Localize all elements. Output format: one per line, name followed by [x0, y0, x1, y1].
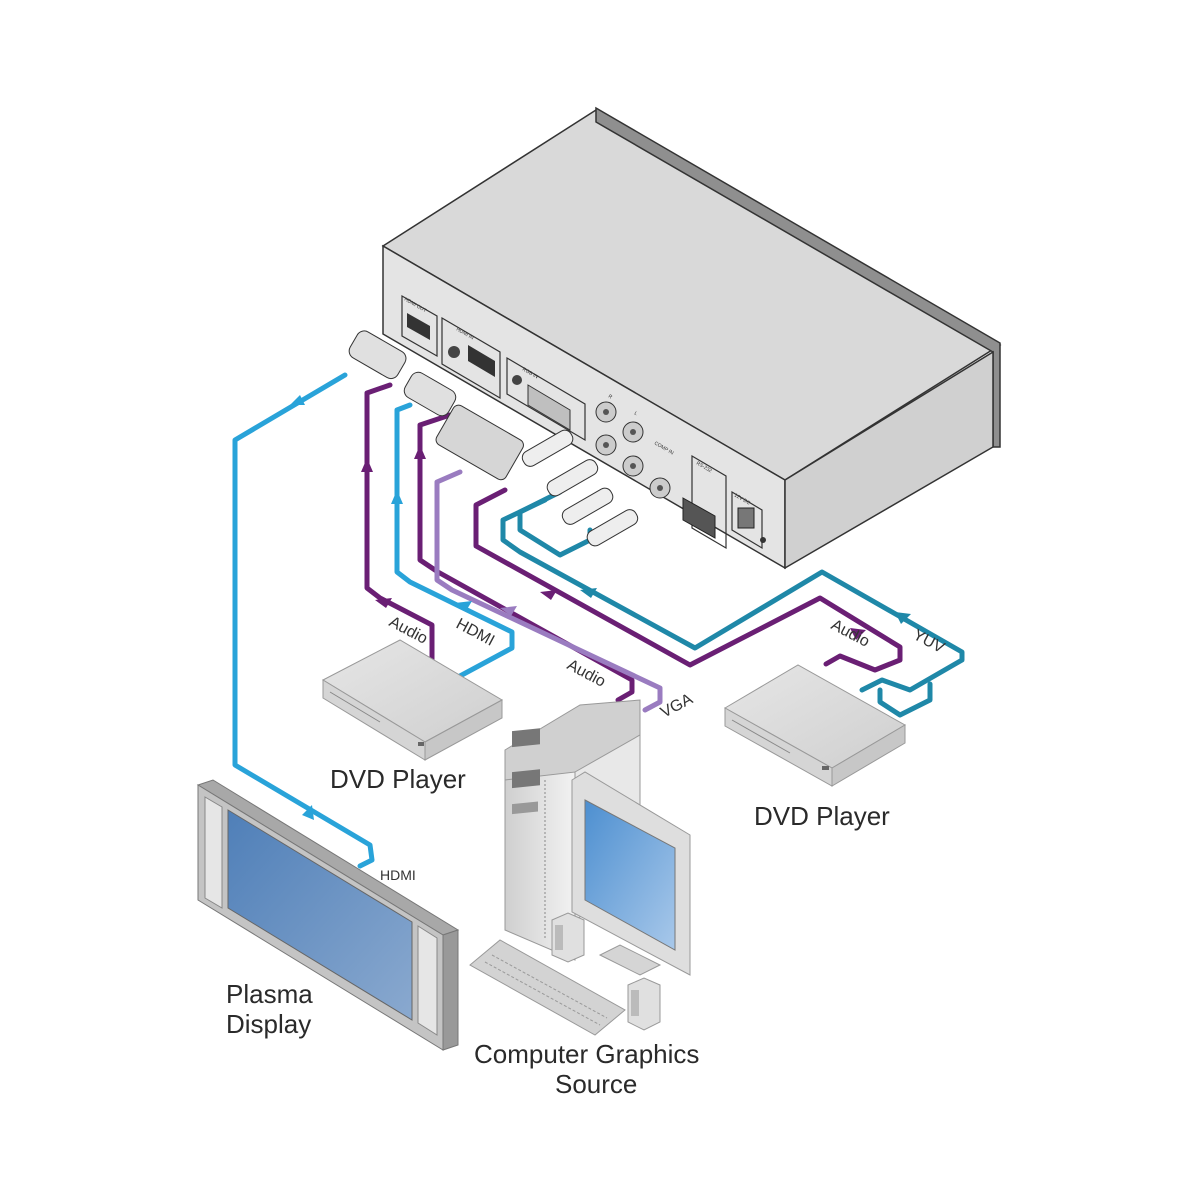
label-dvd-right-yuv: YUV	[910, 627, 947, 658]
component-in-ports[interactable]	[595, 434, 671, 499]
speaker-left	[551, 912, 585, 963]
cable-dvd-left-audio	[364, 382, 435, 663]
plasma-screen	[227, 809, 413, 1021]
arrow-icon	[290, 395, 305, 405]
label-pc-vga: VGA	[658, 691, 696, 722]
arrow-icon	[414, 445, 426, 459]
cable-dvd-right-yuv	[500, 497, 965, 693]
arrow-icon	[850, 628, 866, 640]
cable-pc-vga	[434, 469, 663, 713]
hdmi-in-port[interactable]	[441, 316, 501, 400]
label-plasma-hdmi: HDMI	[380, 867, 416, 883]
cable-connectors	[348, 330, 639, 547]
arrow-icon	[500, 606, 517, 616]
label-dvd-right-audio: Audio	[828, 617, 872, 651]
arrow-icon	[540, 590, 557, 600]
hdmi-out-port[interactable]	[401, 294, 438, 358]
panel-label-l: L	[633, 411, 639, 418]
dvd-player-right-label: DVD Player	[754, 801, 890, 831]
device-side-face	[784, 350, 994, 570]
arrow-icon	[455, 601, 472, 611]
keyboard	[469, 939, 626, 1036]
flow-arrows	[290, 395, 911, 820]
plasma-label-line2: Display	[226, 1009, 311, 1039]
cable-hdmi-out-plasma	[232, 372, 375, 869]
arrow-icon	[580, 588, 597, 598]
dvd-player-left-label: DVD Player	[330, 764, 466, 794]
cable-dvd-left-hdmi	[394, 402, 515, 679]
arrow-icon	[375, 598, 392, 608]
arrow-icon	[895, 612, 911, 624]
arrow-icon	[391, 490, 403, 504]
monitor-screen	[584, 799, 676, 951]
computer-label-line1: Computer Graphics	[474, 1039, 699, 1069]
power-12v-port[interactable]	[731, 490, 766, 550]
computer-graphics-source	[469, 699, 691, 1036]
plasma-display	[196, 779, 460, 1051]
cable-dvd-right-yuv-2	[877, 681, 933, 718]
speaker-right	[627, 977, 661, 1031]
audio-rca-ports[interactable]	[595, 401, 644, 443]
dvd-player-right	[723, 664, 907, 787]
rs232-terminal[interactable]	[682, 454, 727, 550]
arrow-icon	[302, 805, 314, 820]
main-switcher-device: HDMI OUT HDMI IN RGB IN R L COMP IN RS-2…	[381, 106, 1002, 570]
arrow-icon	[361, 458, 373, 472]
rgb-in-port[interactable]	[506, 356, 586, 442]
dvd-player-left	[321, 639, 504, 761]
computer-label-line2: Source	[555, 1069, 637, 1099]
cable-dvd-right-audio	[473, 487, 903, 673]
panel-label-r: R	[607, 394, 613, 401]
plasma-label-line1: Plasma	[226, 979, 313, 1009]
